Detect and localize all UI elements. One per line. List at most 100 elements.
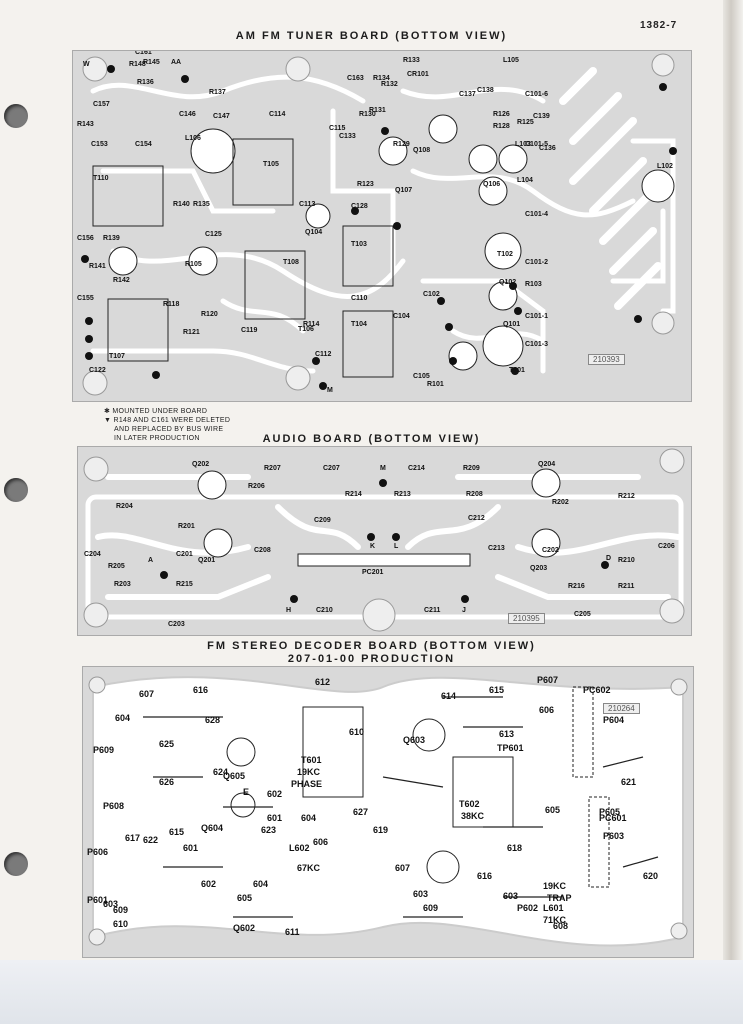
decoder-part-label: 616 (193, 685, 209, 695)
decoder-part-label: 618 (507, 843, 523, 853)
decoder-part-label: P605 (599, 807, 621, 817)
decoder-part-label: 621 (621, 777, 637, 787)
decoder-part-label: 601 (183, 843, 199, 853)
decoder-part-label: 625 (159, 739, 175, 749)
audio-part-label: Q202 (192, 461, 210, 468)
audio-part-label: R201 (178, 523, 195, 530)
tuner-part-label: C101-4 (525, 211, 548, 218)
decoder-part-label: T602 (459, 799, 480, 809)
audio-part-label: Q201 (198, 557, 216, 564)
audio-part-label: C213 (488, 545, 505, 552)
binder-hole-top (4, 104, 28, 128)
decoder-part-label: T601 (301, 755, 322, 765)
audio-part-label: R214 (345, 491, 362, 498)
tuner-part-label: Q106 (483, 181, 501, 188)
tuner-part-label: L106 (185, 135, 201, 142)
decoder-part-label: 19KC (543, 881, 567, 891)
decoder-part-label: 615 (169, 827, 185, 837)
tuner-part-label: Q104 (305, 229, 323, 236)
tuner-part-label: R130 (359, 111, 376, 118)
footnote-line-2: ▼ R148 AND C161 WERE DELETED (104, 417, 231, 424)
tuner-part-label: R123 (357, 181, 374, 188)
decoder-part-label: 609 (113, 905, 129, 915)
tuner-part-label: C101-6 (525, 91, 548, 98)
tuner-part-label: C102 (423, 291, 440, 298)
decoder-part-label: P606 (87, 847, 109, 857)
tuner-part-label: R126 (493, 111, 510, 118)
tuner-part-label: L105 (503, 57, 519, 64)
decoder-part-label: 605 (545, 805, 561, 815)
page-bottom-margin (0, 960, 743, 1024)
tuner-part-label: C101-5 (525, 141, 548, 148)
audio-board-title: AUDIO BOARD (BOTTOM VIEW) (262, 433, 481, 445)
decoder-part-label: 603 (413, 889, 429, 899)
decoder-part-label: 602 (267, 789, 283, 799)
footnote-line-4: IN LATER PRODUCTION (114, 435, 200, 442)
decoder-part-label: 610 (349, 727, 365, 737)
tuner-part-label: R148 (129, 61, 146, 68)
audio-part-label: R215 (176, 581, 193, 588)
decoder-part-label: 614 (441, 691, 457, 701)
decoder-part-label: 19KC (297, 767, 321, 777)
decoder-part-label: L602 (289, 843, 310, 853)
tuner-part-label: R118 (163, 301, 180, 308)
tuner-part-label: T106 (298, 326, 314, 333)
decoder-part-label: P609 (93, 745, 115, 755)
binder-hole-bottom (4, 852, 28, 876)
decoder-part-label: PC602 (583, 685, 611, 695)
tuner-part-label: R134 (373, 75, 390, 82)
decoder-part-label: 622 (143, 835, 159, 845)
decoder-traces (88, 676, 688, 947)
tuner-traces (81, 53, 677, 396)
audio-part-label: C211 (424, 607, 441, 614)
decoder-part-label: 601 (267, 813, 283, 823)
tuner-part-label: Q108 (413, 147, 431, 154)
decoder-part-label: 607 (395, 863, 411, 873)
audio-part-label: C207 (323, 465, 340, 472)
audio-part-label: K (370, 543, 376, 550)
decoder-part-label: P601 (87, 895, 109, 905)
audio-part-label: M (380, 465, 386, 472)
decoder-part-label: 604 (115, 713, 131, 723)
audio-part-label: C210 (316, 607, 333, 614)
tuner-part-label: C113 (299, 201, 316, 208)
tuner-part-label: M (327, 387, 333, 394)
audio-part-label: R216 (568, 583, 585, 590)
audio-part-label: A (148, 557, 154, 564)
decoder-part-label: 627 (353, 807, 369, 817)
tuner-board-code: 210393 (588, 354, 625, 365)
tuner-part-label: C114 (269, 111, 286, 118)
tuner-part-label: W (83, 61, 90, 68)
tuner-part-label: R103 (525, 281, 542, 288)
audio-part-label: D (606, 555, 612, 562)
tuner-part-label: C128 (351, 203, 368, 210)
audio-part-label: C212 (468, 515, 485, 522)
decoder-part-label: Q605 (223, 771, 246, 781)
audio-part-label: H (286, 607, 292, 614)
tuner-part-label: C138 (477, 87, 494, 94)
tuner-part-label: C115 (329, 125, 346, 132)
decoder-part-label: 71KC (543, 915, 567, 925)
decoder-part-label: PC601 (599, 813, 627, 823)
page-number: 1382-7 (640, 20, 678, 31)
decoder-part-label: 616 (477, 871, 493, 881)
tuner-part-label: C156 (77, 235, 94, 242)
footnote-line-1: ✱ MOUNTED UNDER BOARD (104, 408, 208, 415)
tuner-part-label: C155 (77, 295, 94, 302)
decoder-part-label: 606 (539, 705, 555, 715)
audio-part-label: PC201 (362, 569, 384, 576)
audio-part-label: C214 (408, 465, 425, 472)
audio-part-label: C206 (658, 543, 675, 550)
decoder-part-label: 623 (261, 825, 277, 835)
decoder-part-label: P602 (517, 903, 539, 913)
decoder-part-label: 604 (253, 879, 269, 889)
tuner-part-label: R131 (369, 107, 386, 114)
tuner-part-label: C153 (91, 141, 108, 148)
tuner-part-label: R120 (201, 311, 218, 318)
decoder-part-label: 626 (159, 777, 175, 787)
audio-part-label: C203 (168, 621, 185, 628)
